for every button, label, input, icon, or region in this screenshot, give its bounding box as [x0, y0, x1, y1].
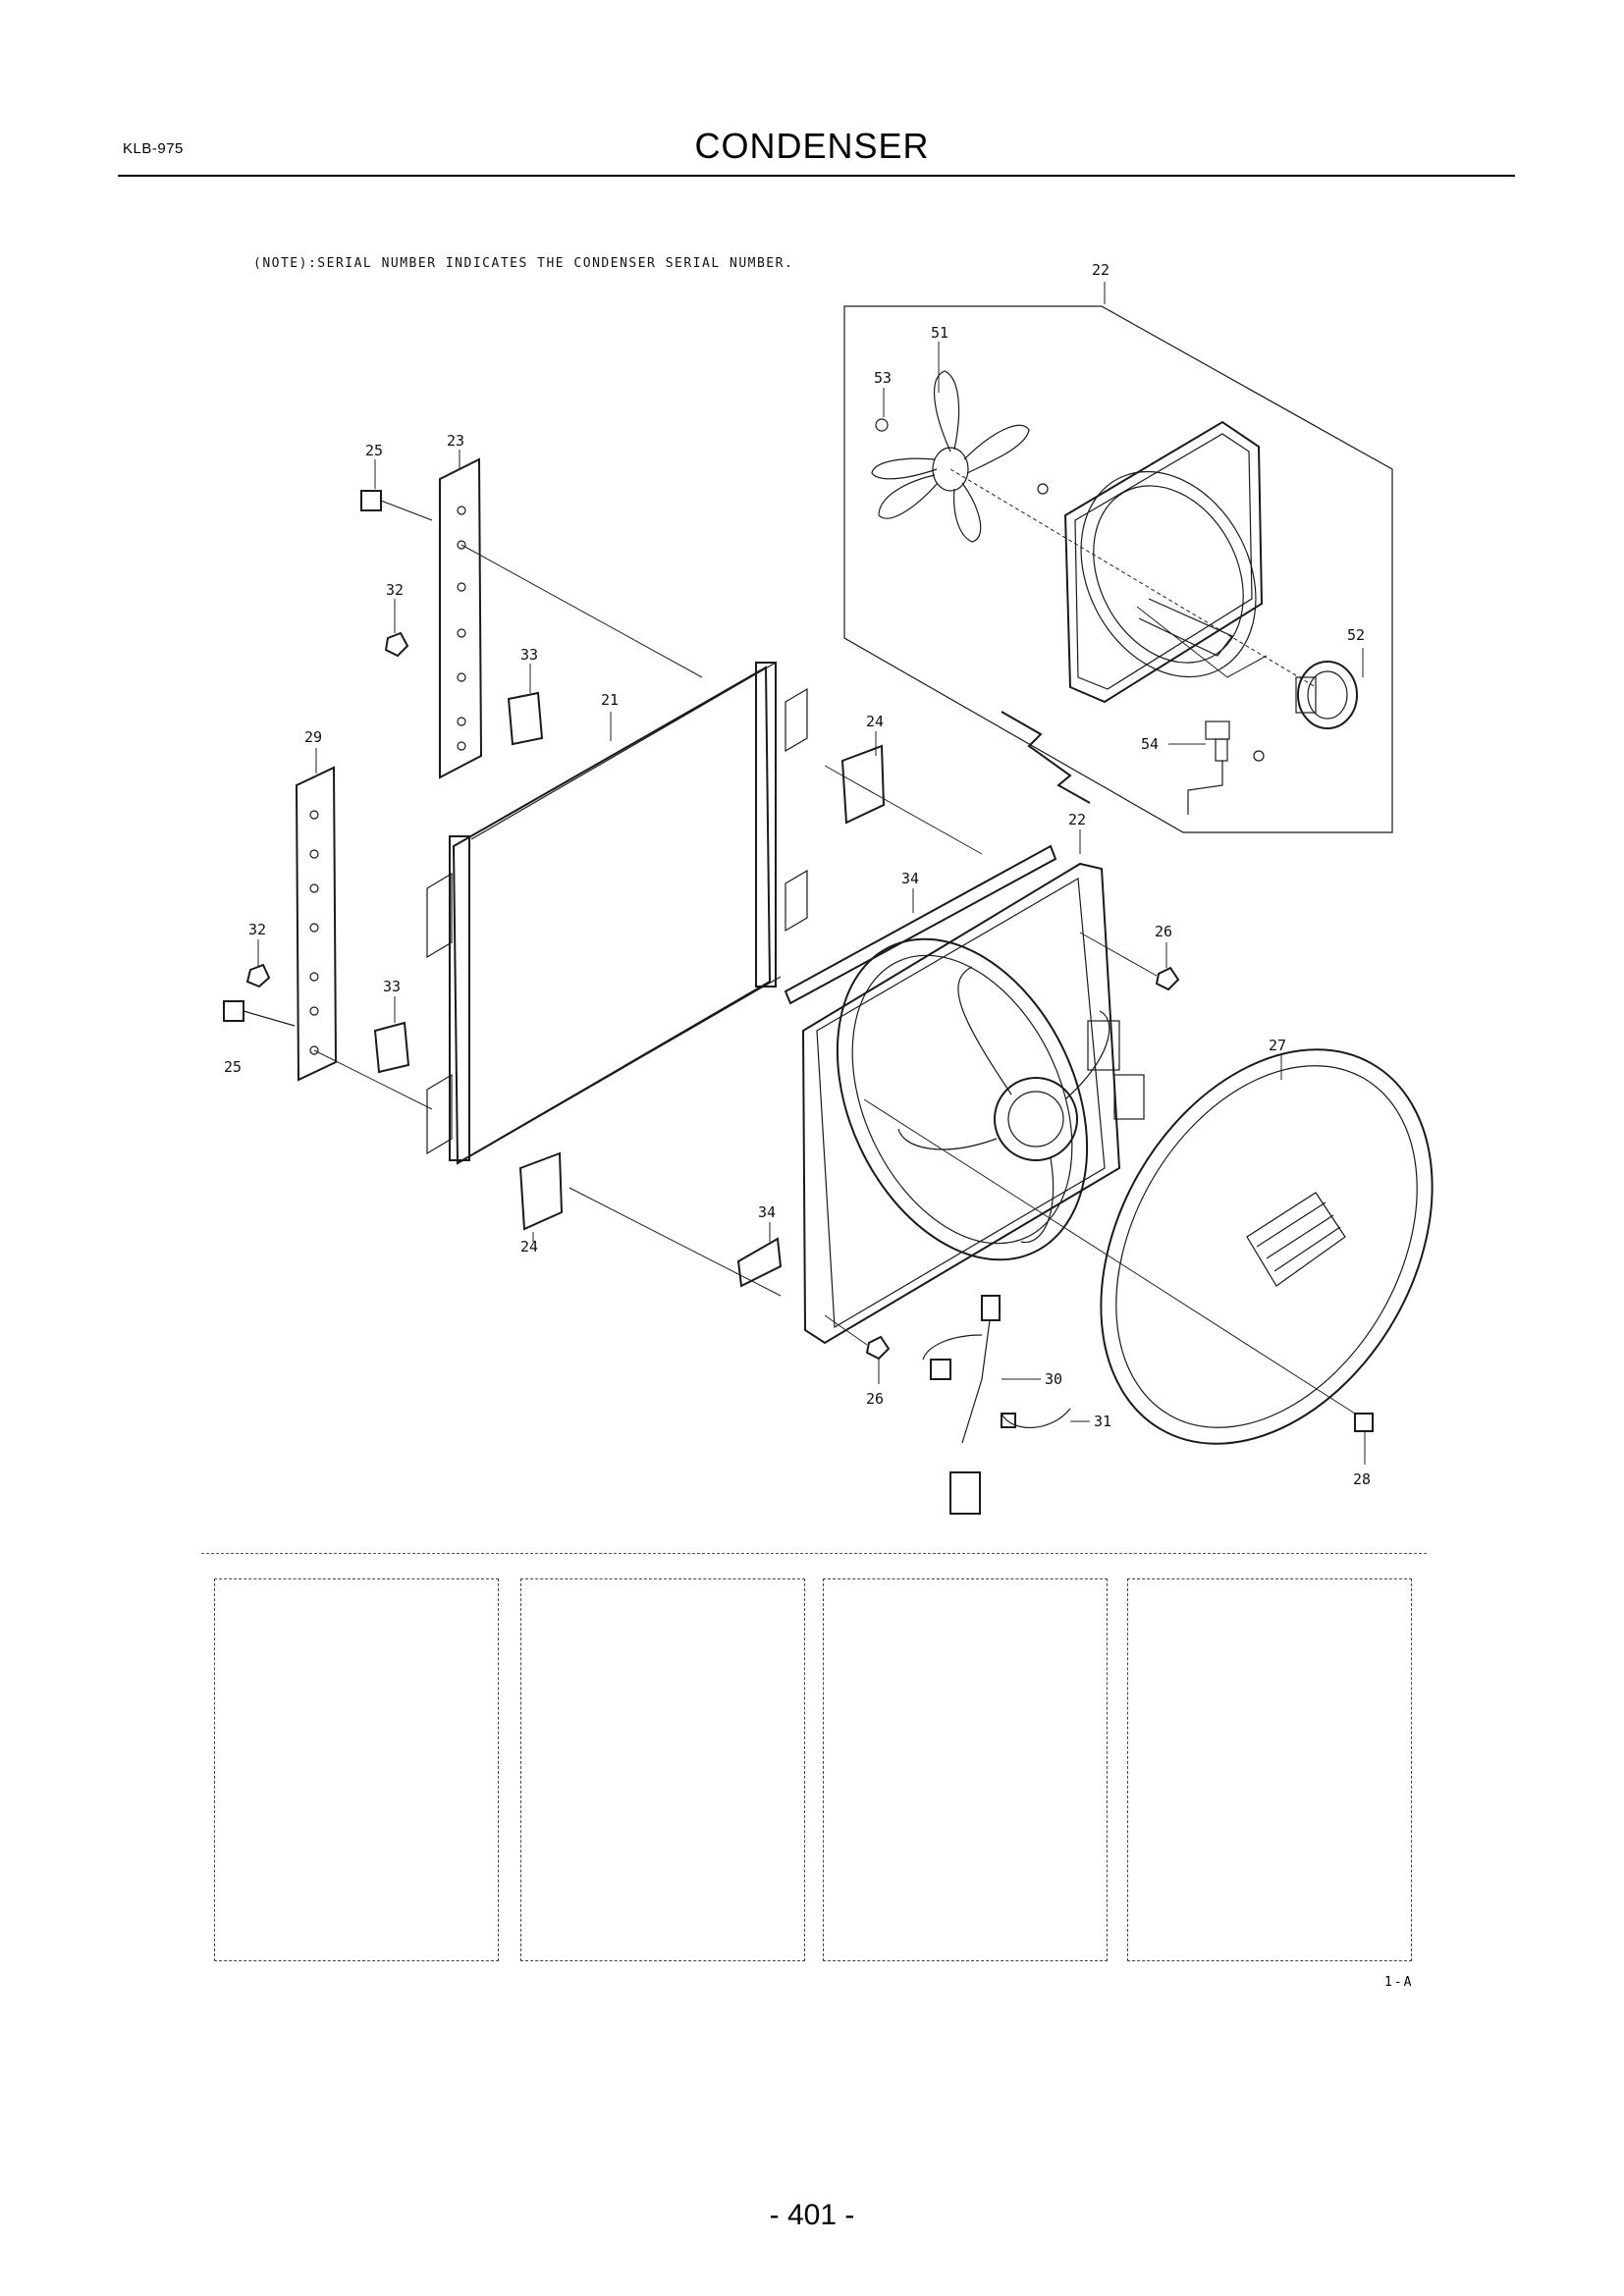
callout-25-bottom: 25: [224, 1058, 242, 1076]
nut-26-bottom: [865, 1335, 891, 1361]
page-number: - 401 -: [769, 2199, 855, 2231]
fan-blade-assembly: [871, 370, 1030, 543]
callout-32-top: 32: [386, 581, 404, 599]
bracket-29: [295, 766, 338, 1082]
bracket-23: [439, 457, 483, 779]
serial-note-box-2: [520, 1578, 805, 1961]
sheet-reference: 1-A: [1384, 1975, 1414, 1990]
callout-23: 23: [447, 432, 464, 450]
seal-strip-34-bottom: [736, 1237, 783, 1288]
callout-26-top: 26: [1155, 923, 1172, 940]
harness-30: [922, 1295, 1041, 1515]
motor-harness: [1187, 721, 1265, 815]
callout-29: 29: [304, 728, 322, 746]
callout-34-top: 34: [901, 870, 919, 887]
bracket-24-top: [840, 744, 886, 825]
callout-24-bottom: 24: [520, 1238, 538, 1255]
callout-52: 52: [1347, 626, 1365, 644]
seal-strip-34-top: [784, 844, 1057, 1005]
document-code: KLB-975: [123, 140, 184, 157]
callout-21: 21: [601, 691, 619, 709]
callout-31: 31: [1094, 1413, 1111, 1430]
bolt-25-top: [360, 490, 433, 521]
fan-guard-27: [1100, 1048, 1434, 1445]
serial-note-box-4: [1127, 1578, 1412, 1961]
bolt-25-bottom: [223, 1000, 244, 1022]
bracket-24-bottom: [518, 1151, 564, 1231]
callout-22-top: 22: [1092, 261, 1110, 279]
serial-note-box-3: [823, 1578, 1108, 1961]
callout-54: 54: [1141, 735, 1159, 753]
inset-shroud: [1063, 420, 1264, 704]
section-separator: [201, 1553, 1427, 1554]
fan-shroud-22: [801, 862, 1145, 1345]
detail-arrow: [1001, 711, 1091, 804]
callout-33-bottom: 33: [383, 978, 401, 995]
callout-32-bottom: 32: [248, 921, 266, 938]
callout-34-bottom: 34: [758, 1203, 776, 1221]
fan-motor: [1295, 661, 1358, 729]
bolt-28: [1354, 1413, 1374, 1432]
callout-28: 28: [1353, 1470, 1371, 1488]
callout-22-mid: 22: [1068, 811, 1086, 828]
diagram-note: (NOTE):SERIAL NUMBER INDICATES THE CONDE…: [253, 256, 793, 271]
nut-26-top: [1155, 966, 1180, 991]
inset-frame: [843, 305, 1393, 833]
nut-32-top: [384, 631, 409, 658]
callout-51: 51: [931, 324, 948, 342]
header-rule: [118, 175, 1515, 177]
nut-32-bottom: [245, 963, 271, 988]
fan-motor-inset: [843, 305, 1393, 833]
callout-30: 30: [1045, 1370, 1062, 1388]
callout-33-top: 33: [520, 646, 538, 664]
clip-33-bottom: [373, 1021, 410, 1074]
screw-53: [875, 418, 889, 432]
callout-25-top: 25: [365, 442, 383, 459]
condenser-core-21: [426, 662, 808, 1165]
clamp-31: [1001, 1408, 1071, 1428]
callout-24-top: 24: [866, 713, 884, 730]
serial-note-box-1: [214, 1578, 499, 1961]
callout-26-bottom: 26: [866, 1390, 884, 1408]
clip-33-top: [507, 691, 544, 746]
page-title: CONDENSER: [694, 126, 930, 166]
callout-27: 27: [1269, 1037, 1286, 1054]
callout-53: 53: [874, 369, 892, 387]
